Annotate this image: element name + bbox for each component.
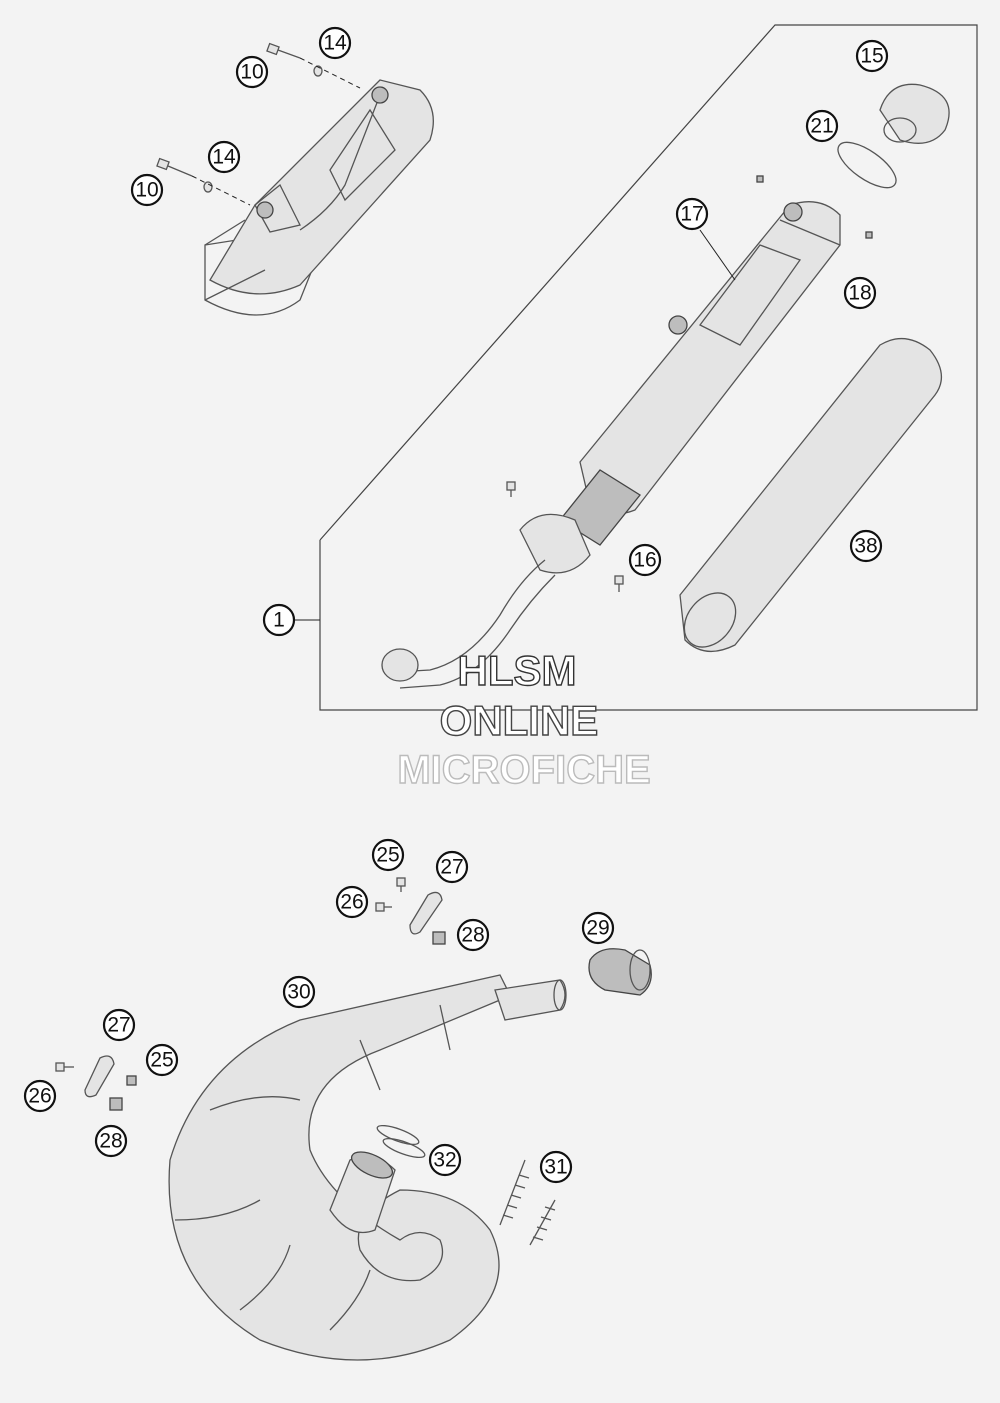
svg-text:29: 29	[586, 917, 609, 940]
callout-29: 29	[581, 911, 615, 945]
watermark-line-2: ONLINE	[440, 697, 599, 744]
svg-text:14: 14	[323, 32, 347, 55]
svg-text:14: 14	[212, 146, 236, 169]
silencer-sleeve-38	[679, 338, 942, 652]
rubber-sleeve-29	[588, 948, 652, 996]
dash-lower	[191, 175, 251, 206]
callout-21: 21	[805, 109, 839, 143]
callout-32: 32	[428, 1143, 462, 1177]
exhaust-outlet	[494, 979, 567, 1021]
callout-26: 26	[23, 1079, 57, 1113]
callout-26: 26	[335, 885, 369, 919]
bracket-lower	[55, 1055, 137, 1111]
svg-text:28: 28	[99, 1130, 122, 1153]
screw-upper-left	[506, 481, 516, 497]
end-cap-15	[879, 83, 950, 144]
svg-text:17: 17	[680, 203, 703, 226]
inlet-pipe-upper	[394, 559, 546, 673]
assembly-1-frame	[319, 24, 978, 711]
callout-27: 27	[435, 850, 469, 884]
springs-31	[499, 1159, 556, 1246]
inlet-pipe-end	[381, 648, 419, 682]
leader-17	[699, 229, 736, 281]
callout-25: 25	[145, 1043, 179, 1077]
svg-text:15: 15	[860, 45, 883, 68]
callout-14: 14	[207, 140, 241, 174]
callout-1: 1	[262, 603, 296, 637]
o-rings-32	[376, 1124, 426, 1159]
svg-text:16: 16	[633, 549, 656, 572]
watermark-line-3: MICROFICHE	[397, 748, 650, 792]
callout-25: 25	[371, 838, 405, 872]
nut-upper	[756, 175, 764, 183]
svg-text:27: 27	[107, 1014, 130, 1037]
svg-text:31: 31	[544, 1156, 567, 1179]
o-ring-21	[837, 141, 897, 189]
svg-text:1: 1	[273, 609, 285, 632]
perforated-core	[519, 469, 641, 574]
svg-text:26: 26	[340, 891, 363, 914]
silencer-mount-detail	[204, 79, 434, 316]
watermark: HLSM ONLINE MICROFICHE	[397, 646, 652, 792]
callout-15: 15	[855, 39, 889, 73]
bolt-10-lower	[156, 157, 193, 177]
svg-text:10: 10	[240, 61, 263, 84]
svg-text:10: 10	[135, 179, 158, 202]
svg-text:30: 30	[287, 981, 310, 1004]
svg-text:32: 32	[433, 1149, 456, 1172]
svg-text:21: 21	[810, 115, 833, 138]
screw-16	[614, 575, 624, 592]
callout-10: 10	[235, 55, 269, 89]
svg-text:27: 27	[440, 856, 463, 879]
callout-16: 16	[628, 543, 662, 577]
callout-10: 10	[130, 173, 164, 207]
manifold-flange	[329, 1151, 396, 1234]
nut-18	[865, 231, 873, 239]
callout-27: 27	[102, 1008, 136, 1042]
svg-text:18: 18	[848, 282, 871, 305]
callout-38: 38	[849, 529, 883, 563]
washer-14-lower	[203, 181, 213, 193]
dash-upper	[299, 57, 361, 89]
inlet-pipe-lower	[399, 574, 556, 689]
callout-30: 30	[282, 975, 316, 1009]
callout-17: 17	[675, 197, 709, 231]
callout-28: 28	[94, 1124, 128, 1158]
callout-18: 18	[843, 276, 877, 310]
svg-text:25: 25	[150, 1049, 173, 1072]
watermark-line-1: HLSM	[458, 647, 577, 694]
callout-31: 31	[539, 1150, 573, 1184]
callout-28: 28	[456, 918, 490, 952]
svg-text:25: 25	[376, 844, 399, 867]
svg-text:28: 28	[461, 924, 484, 947]
bolt-10-upper	[266, 42, 301, 59]
bracket-upper	[375, 877, 446, 945]
svg-text:38: 38	[854, 535, 877, 558]
callout-14: 14	[318, 26, 352, 60]
svg-text:26: 26	[28, 1085, 51, 1108]
